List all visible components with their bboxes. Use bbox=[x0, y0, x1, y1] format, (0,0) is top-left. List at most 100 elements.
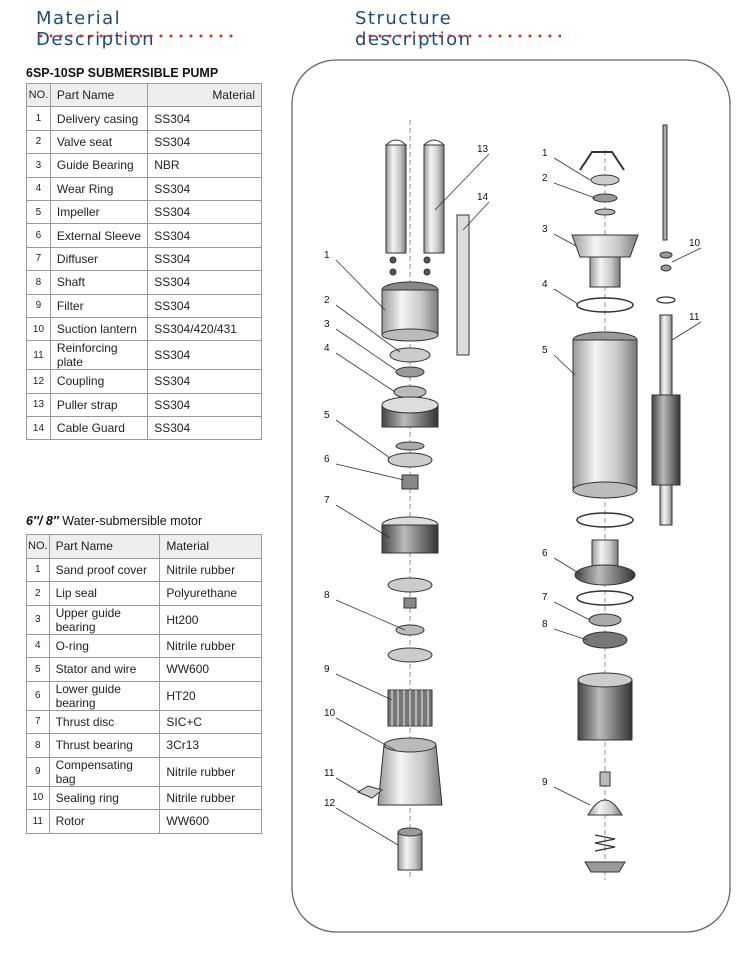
part-name: Filter bbox=[49, 293, 149, 318]
header-part-name: Part Name bbox=[49, 82, 149, 108]
external-sleeve-half bbox=[385, 144, 407, 254]
material: SS304 bbox=[147, 270, 262, 295]
callout-leader-line bbox=[335, 304, 401, 353]
reinforcing-plate bbox=[356, 785, 384, 799]
callout-number: 7 bbox=[542, 592, 548, 603]
callout-leader-line bbox=[335, 599, 406, 631]
callout-number: 9 bbox=[542, 777, 548, 788]
stator bbox=[572, 339, 638, 491]
callout-leader-line bbox=[553, 557, 583, 576]
rotor bbox=[651, 394, 681, 486]
row-number: 12 bbox=[26, 369, 51, 394]
material: SS304 bbox=[147, 392, 262, 418]
callout-number: 10 bbox=[689, 238, 701, 249]
motor-table-title: 6″/ 8″ Water-submersible motor bbox=[26, 514, 202, 528]
callout-number: 6 bbox=[324, 454, 330, 465]
header-material: Material bbox=[159, 534, 262, 559]
material-heading: Material Description bbox=[36, 8, 236, 50]
thrust-disc bbox=[588, 613, 622, 627]
callout-leader-line bbox=[335, 328, 397, 371]
shaft-rod bbox=[662, 124, 668, 241]
callout-leaders bbox=[335, 153, 702, 846]
external-sleeve-half bbox=[423, 144, 445, 254]
material: SS304 bbox=[147, 199, 262, 225]
callout-number: 13 bbox=[477, 144, 489, 155]
callout-number: 2 bbox=[542, 173, 548, 184]
callout-leader-line bbox=[335, 419, 391, 459]
part-name: Delivery casing bbox=[49, 106, 149, 131]
material: SS304 bbox=[147, 340, 262, 371]
callout-number: 5 bbox=[542, 345, 548, 356]
coupling bbox=[397, 831, 423, 871]
part-name: Lower guide bearing bbox=[48, 680, 161, 711]
part-name: Cable Guard bbox=[49, 416, 149, 441]
row-number: 8 bbox=[26, 270, 51, 295]
table-header-row: NO. Part Name Material bbox=[26, 534, 262, 559]
part-name: Compensating bag bbox=[48, 756, 161, 787]
callout-number: 6 bbox=[542, 548, 548, 559]
callout-number: 3 bbox=[324, 319, 330, 330]
callout-leader-line bbox=[335, 807, 399, 846]
part-name: Diffuser bbox=[49, 246, 149, 272]
diagram-frame bbox=[291, 59, 731, 933]
callout-number: 4 bbox=[324, 343, 330, 354]
callout-leader-line bbox=[553, 182, 596, 199]
compensating-bag bbox=[587, 799, 623, 816]
heading-dotted-underline bbox=[355, 34, 561, 38]
heading-dotted-underline bbox=[36, 34, 236, 38]
motor-table-title-text: Water-submersible motor bbox=[58, 514, 203, 528]
row-number: 6 bbox=[26, 680, 50, 711]
bearing-housing bbox=[577, 679, 633, 741]
callout-number: 7 bbox=[324, 495, 330, 506]
callout-number: 11 bbox=[324, 768, 335, 779]
callout-leader-line bbox=[671, 321, 702, 341]
callout-number: 12 bbox=[324, 798, 336, 809]
table-header-row: NO. Part Name Material bbox=[26, 82, 262, 108]
material: SS304 bbox=[147, 416, 262, 441]
rotor-shaft bbox=[659, 314, 673, 396]
callout-number: 3 bbox=[542, 224, 548, 235]
material: SS304 bbox=[147, 293, 262, 318]
part-name: Shaft bbox=[49, 270, 149, 295]
callout-number: 8 bbox=[542, 619, 548, 630]
callout-number: 8 bbox=[324, 590, 330, 601]
part-name: Rotor bbox=[48, 809, 161, 834]
material: 3Cr13 bbox=[159, 733, 262, 758]
material: SS304 bbox=[147, 106, 262, 131]
lower-guide-bearing bbox=[574, 564, 636, 586]
part-name: Guide Bearing bbox=[49, 153, 149, 178]
part-name: Reinforcing plate bbox=[49, 340, 149, 371]
callout-leader-line bbox=[553, 354, 576, 376]
callout-number: 9 bbox=[324, 664, 330, 675]
callout-number: 1 bbox=[324, 250, 330, 261]
callout-number: 11 bbox=[689, 312, 700, 323]
callout-leader-line bbox=[335, 463, 405, 481]
row-number: 10 bbox=[26, 316, 51, 342]
part-name: O-ring bbox=[48, 633, 161, 658]
part-name: Coupling bbox=[49, 369, 149, 394]
cable-guard bbox=[456, 214, 470, 356]
callout-leader-line bbox=[462, 201, 490, 231]
callout-leader-line bbox=[335, 717, 396, 751]
callout-leader-line bbox=[553, 157, 591, 181]
delivery-casing bbox=[381, 289, 439, 336]
material: Nitrile rubber bbox=[159, 557, 262, 582]
callout-leader-line bbox=[553, 601, 591, 621]
material: Ht200 bbox=[159, 604, 262, 635]
part-name: Puller strap bbox=[49, 392, 149, 418]
callout-leader-line bbox=[553, 628, 588, 641]
